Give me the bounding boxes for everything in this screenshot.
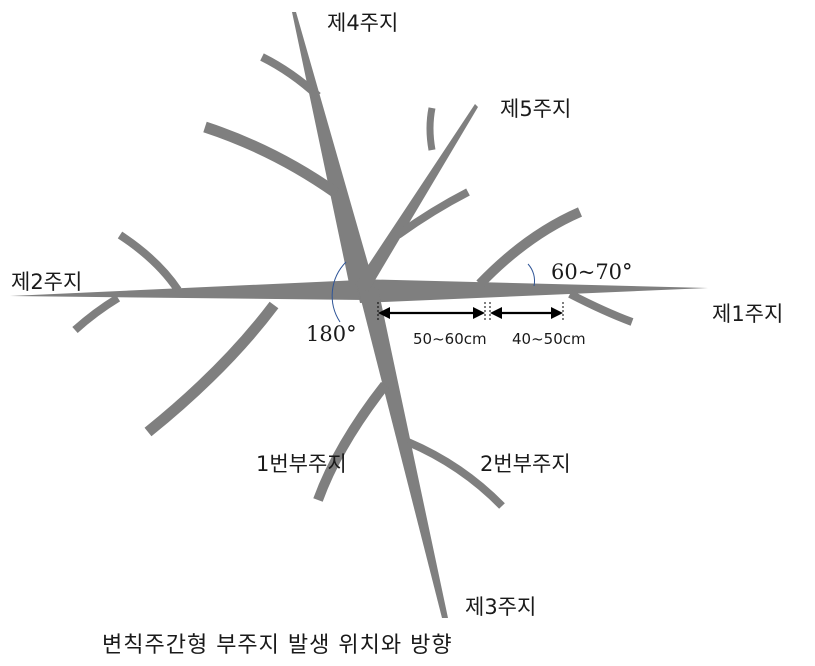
dimension-arrow-second	[490, 307, 563, 319]
label-sub-branch-2: 2번부주지	[480, 452, 571, 476]
label-branch-1: 제1주지	[712, 302, 783, 326]
label-branch-2: 제2주지	[11, 270, 82, 294]
label-branch-5: 제5주지	[500, 97, 571, 121]
branch-5-trunk	[355, 104, 478, 292]
branch-1-side-lower	[568, 290, 634, 326]
sub-branch-1-shape	[313, 381, 389, 502]
label-branch-4: 제4주지	[327, 11, 398, 35]
branch-1-trunk	[355, 279, 708, 303]
label-distance-first: 50~60cm	[413, 330, 487, 348]
branch-2-trunk	[10, 280, 365, 300]
branch-4-trunk	[292, 12, 375, 288]
branch-4-side-lower	[203, 121, 340, 198]
label-distance-second: 40~50cm	[512, 330, 586, 348]
branch-3-trunk	[358, 288, 448, 618]
branch-2-side-lower	[72, 294, 121, 333]
branch-5-side-small	[426, 107, 436, 151]
sub-branch-2-shape	[406, 438, 505, 509]
branch-2-side-upper	[117, 231, 182, 293]
label-angle-180: 180°	[306, 322, 357, 346]
diagram-caption: 변칙주간형 부주지 발생 위치와 방향	[102, 633, 453, 658]
angle-arc-60-70	[527, 263, 536, 287]
label-angle-60-70: 60~70°	[551, 260, 633, 284]
branch-5-side-lower	[395, 188, 470, 239]
branch-2-side-long	[144, 301, 279, 437]
angle-arc-180	[331, 261, 347, 323]
branch-4-side-upper	[260, 53, 321, 99]
branch-1-side-upper	[476, 207, 582, 288]
label-branch-3: 제3주지	[465, 595, 536, 619]
dimension-arrow-first	[378, 307, 485, 319]
label-sub-branch-1: 1번부주지	[256, 452, 347, 476]
